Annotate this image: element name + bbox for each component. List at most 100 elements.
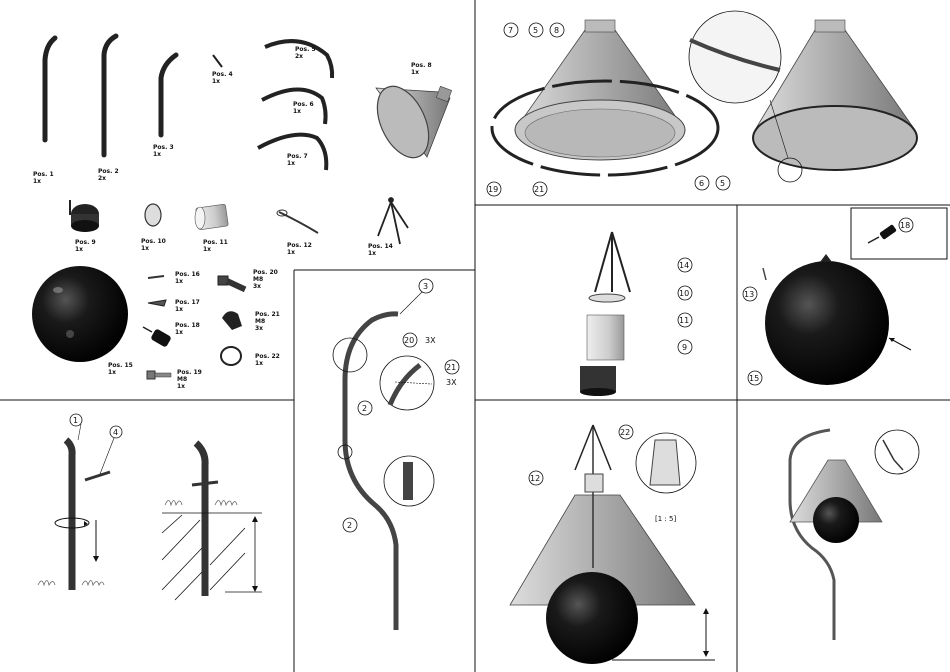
label-qty-14: 1x [368, 250, 376, 257]
scale-label: [1 : 5] [655, 515, 676, 523]
label-pos-6: Pos. 6 [293, 101, 314, 108]
label-pos-8: Pos. 8 [411, 62, 432, 69]
callout-10: 10 [679, 289, 689, 298]
label-qty-12: 1x [287, 249, 295, 256]
label-qty-15: 1x [108, 369, 116, 376]
label-pos-5: Pos. 5 [295, 46, 316, 53]
label-pos-21: Pos. 21 [255, 311, 280, 318]
label-qty-3: 1x [153, 151, 161, 158]
label-pos-2: Pos. 2 [98, 168, 119, 175]
label-pos-20: Pos. 20 [253, 269, 278, 276]
callout-20-qty: 3X [425, 336, 436, 345]
label-qty-6: 1x [293, 108, 301, 115]
part-ball [32, 266, 128, 362]
callout-18: 18 [900, 221, 910, 230]
part-disc [144, 203, 162, 227]
part-ring-6 [261, 87, 328, 125]
label-pos-11: Pos. 11 [203, 239, 228, 246]
callout-21-qty: 3X [446, 378, 457, 387]
part-ring-7 [257, 132, 329, 171]
step-ball-inflate: 18 13 15 [742, 217, 914, 386]
parts-list [32, 33, 453, 380]
part-pole-2 [101, 33, 119, 158]
label-pos-9: Pos. 9 [75, 239, 96, 246]
callout-12: 12 [530, 474, 540, 483]
callout-6: 6 [699, 179, 704, 188]
label-qty-10: 1x [141, 245, 149, 252]
label-qty-22: 1x [255, 360, 263, 367]
label-pos-1: Pos. 1 [33, 171, 54, 178]
step-final [788, 428, 920, 640]
part-pole-3 [158, 52, 179, 138]
label-qty-5: 2x [295, 53, 303, 60]
callout-15: 15 [749, 374, 759, 383]
callout-19: 19 [488, 185, 498, 194]
label-qty-16: 1x [175, 278, 183, 285]
label-pos-17: Pos. 17 [175, 299, 200, 306]
label-pos-4: Pos. 4 [212, 71, 233, 78]
label-qty2-20: 3x [253, 283, 261, 290]
callout-7: 7 [508, 26, 513, 35]
callout-1: 1 [73, 416, 78, 425]
label-pos-14: Pos. 14 [368, 243, 393, 250]
label-pos-10: Pos. 10 [141, 238, 166, 245]
callout-13: 13 [744, 290, 754, 299]
label-qty-7: 1x [287, 160, 295, 167]
callout-20: 20 [404, 336, 414, 345]
part-bolt-19 [146, 370, 172, 380]
label-pos-19: Pos. 19 [177, 369, 202, 376]
step-pole-assembly: 3 20 3X 21 3X 2 2 [332, 278, 460, 630]
step-hang-ball: 22 12 [1 : 5] [509, 424, 715, 664]
part-tripod [377, 197, 409, 245]
part-bolt-20 [217, 275, 247, 293]
part-strap [276, 209, 319, 234]
callout-21b: 21 [534, 185, 544, 194]
callout-22: 22 [620, 428, 630, 437]
part-pump [142, 326, 171, 347]
part-cylinder [194, 203, 229, 231]
step-ring-assembly: 7 5 8 19 21 6 5 [486, 10, 918, 197]
callout-8: 8 [554, 26, 559, 35]
label-pos-22: Pos. 22 [255, 353, 280, 360]
part-holder [69, 200, 99, 232]
part-ring-5 [264, 39, 335, 79]
label-pos-16: Pos. 16 [175, 271, 200, 278]
label-qty-21: M8 [255, 318, 265, 325]
label-qty-19: M8 [177, 376, 187, 383]
part-pole-1 [42, 35, 58, 143]
part-clip [147, 299, 167, 307]
label-qty2-21: 3x [255, 325, 263, 332]
callout-5a: 5 [533, 26, 538, 35]
callout-5b: 5 [720, 179, 725, 188]
step-pole-install: 1 4 [37, 413, 123, 590]
callout-14: 14 [679, 261, 689, 270]
callout-9: 9 [682, 343, 687, 352]
label-qty-11: 1x [203, 246, 211, 253]
label-qty-17: 1x [175, 306, 183, 313]
callout-2b: 2 [347, 521, 352, 530]
parts-labels: Pos. 1 1x Pos. 2 2x Pos. 3 1x Pos. 4 1x … [33, 46, 432, 390]
callout-4: 4 [113, 428, 118, 437]
label-qty-9: 1x [75, 246, 83, 253]
label-qty-8: 1x [411, 69, 419, 76]
label-qty-2: 2x [98, 175, 106, 182]
callout-2a: 2 [362, 404, 367, 413]
part-pin [212, 54, 223, 68]
step-pole-depth [161, 440, 262, 601]
label-qty-20: M8 [253, 276, 263, 283]
label-pos-15: Pos. 15 [108, 362, 133, 369]
label-qty-18: 1x [175, 329, 183, 336]
part-cone [375, 85, 453, 159]
label-qty-1: 1x [33, 178, 41, 185]
part-screw [147, 275, 165, 279]
step-trap-assembly: 14 10 11 9 [580, 231, 693, 396]
label-pos-18: Pos. 18 [175, 322, 200, 329]
label-pos-7: Pos. 7 [287, 153, 308, 160]
part-knob [222, 311, 242, 330]
part-clamp-ring [220, 346, 242, 366]
label-qty-4: 1x [212, 78, 220, 85]
callout-3: 3 [423, 282, 428, 291]
label-pos-12: Pos. 12 [287, 242, 312, 249]
